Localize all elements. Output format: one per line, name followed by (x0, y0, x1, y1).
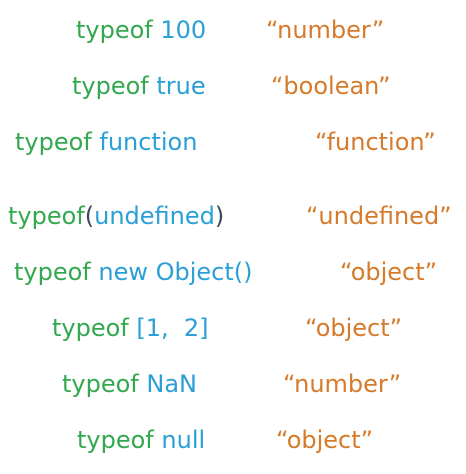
result-string: “number” (266, 16, 385, 44)
open-paren: ( (84, 202, 95, 230)
operand-value: null (161, 426, 206, 454)
typeof-expression: typeof null (77, 426, 205, 454)
typeof-expression: typeof new Object() (14, 258, 253, 286)
typeof-row-nan: typeof NaN “number” (0, 364, 466, 404)
typeof-keyword: typeof (72, 72, 149, 100)
close-paren: ) (214, 202, 225, 230)
typeof-row-null: typeof null “object” (0, 420, 466, 460)
typeof-expression: typeof [1, 2] (52, 314, 209, 342)
operand-value: 100 (160, 16, 207, 44)
typeof-keyword: typeof (8, 202, 85, 230)
result-string: “object” (340, 258, 438, 286)
typeof-expression: typeof NaN (62, 370, 197, 398)
typeof-keyword: typeof (62, 370, 139, 398)
typeof-keyword: typeof (52, 314, 129, 342)
typeof-expression: typeof function (15, 128, 197, 156)
operand-value: NaN (146, 370, 198, 398)
typeof-keyword: typeof (14, 258, 91, 286)
operand-value: undefined (94, 202, 215, 230)
result-string: “object” (276, 426, 374, 454)
typeof-keyword: typeof (77, 426, 154, 454)
typeof-expression: typeof true (72, 72, 206, 100)
result-string: “object” (305, 314, 403, 342)
result-string: “undefined” (306, 202, 452, 230)
result-string: “number” (283, 370, 402, 398)
typeof-row-array: typeof [1, 2] “object” (0, 308, 466, 348)
operand-value: true (156, 72, 206, 100)
typeof-row-boolean: typeof true “boolean” (0, 66, 466, 106)
typeof-row-new-object: typeof new Object() “object” (0, 252, 466, 292)
operand-value: new Object() (98, 258, 253, 286)
typeof-row-number: typeof 100 “number” (0, 10, 466, 50)
typeof-keyword: typeof (76, 16, 153, 44)
typeof-keyword: typeof (15, 128, 92, 156)
typeof-expression: typeof 100 (76, 16, 206, 44)
typeof-row-undefined: typeof(undefined) “undefined” (0, 196, 466, 236)
operand-value: [1, 2] (136, 314, 209, 342)
typeof-expression: typeof(undefined) (8, 202, 224, 230)
result-string: “boolean” (271, 72, 391, 100)
typeof-row-function: typeof function “function” (0, 122, 466, 162)
operand-value: function (99, 128, 198, 156)
result-string: “function” (315, 128, 436, 156)
